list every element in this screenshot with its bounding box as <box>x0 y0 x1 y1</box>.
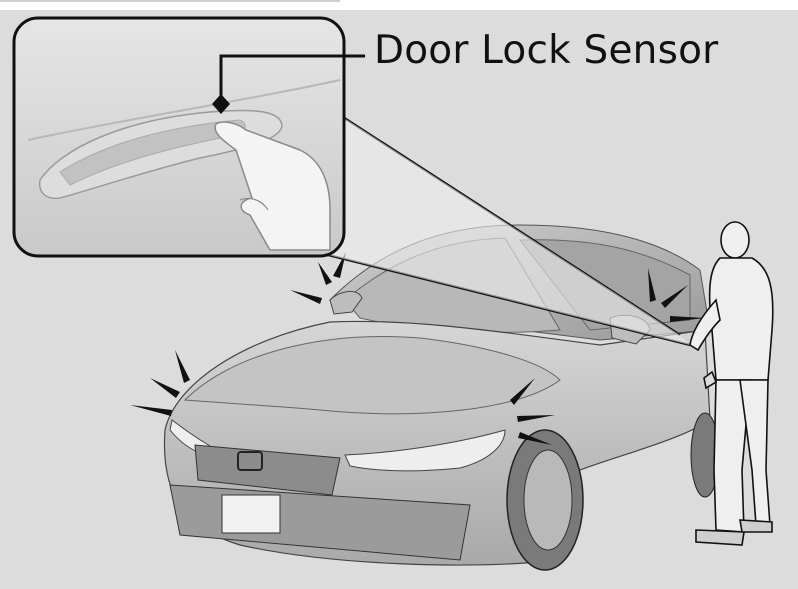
grille <box>194 444 341 496</box>
license-plate <box>221 494 281 534</box>
car <box>163 224 720 571</box>
door-handle-inset-icon <box>12 16 691 347</box>
standing-person-icon <box>689 221 774 546</box>
headlight-right <box>344 429 506 472</box>
door-lock-sensor-label: Door Lock Sensor <box>374 28 719 73</box>
sensor-marker-icon <box>212 94 230 114</box>
emblem <box>237 451 263 471</box>
hood <box>183 336 561 415</box>
left-mirror <box>329 291 363 315</box>
light-flash-icon <box>130 252 705 445</box>
top-divider <box>0 0 340 2</box>
front-rim <box>523 449 573 551</box>
